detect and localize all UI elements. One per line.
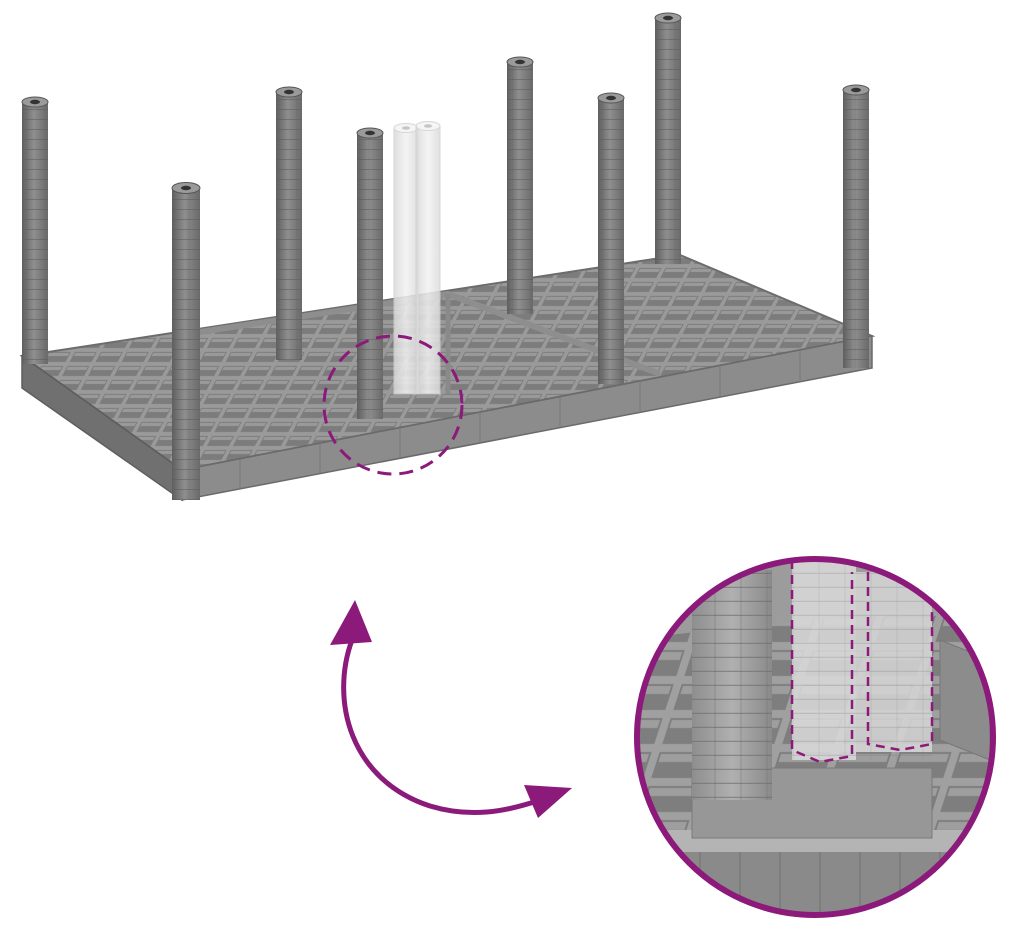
ghost-leg [415, 121, 441, 395]
shelf-leg [21, 96, 49, 364]
rim-ribs [239, 350, 801, 489]
shelf-leg [356, 127, 384, 419]
shelf-leg [654, 12, 682, 264]
shelf-leg [506, 56, 534, 314]
ghost-leg [393, 123, 419, 395]
zoom-circle-icon [634, 556, 996, 918]
curved-double-arrow-icon [330, 600, 572, 818]
shelf-platform [19, 253, 876, 502]
shelf-leg [171, 182, 201, 500]
shelf-legs [21, 12, 870, 500]
shelf-leg [275, 86, 303, 360]
shelf-leg [597, 92, 625, 384]
shelf-leg [842, 84, 870, 368]
zoom-callout-circle [322, 334, 464, 476]
